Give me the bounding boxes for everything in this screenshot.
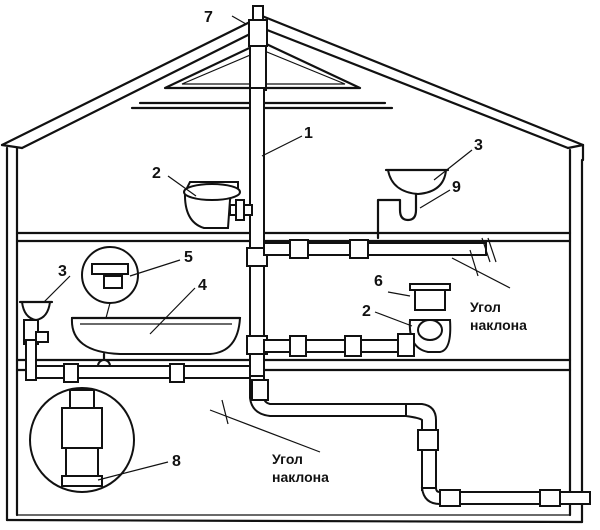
callout-9: 9 bbox=[452, 179, 461, 196]
leader-2a bbox=[167, 175, 197, 197]
callout-7: 7 bbox=[204, 9, 213, 26]
callout-4: 4 bbox=[198, 277, 207, 294]
middle-drain-pipe bbox=[263, 339, 413, 353]
lower-drain-joint-2 bbox=[63, 363, 79, 383]
upper-drain-joint-2 bbox=[289, 239, 309, 259]
coupling-detail-base bbox=[61, 475, 103, 487]
coupling-detail-top bbox=[69, 389, 95, 409]
lower-drain-riser-left bbox=[25, 339, 37, 381]
toilet-middle-seat bbox=[417, 319, 443, 341]
sink-left bbox=[18, 300, 54, 345]
leader-2b bbox=[374, 311, 413, 327]
sink-upper-trap bbox=[376, 192, 418, 240]
coupling-detail-bottom bbox=[65, 447, 99, 481]
callout-8: 8 bbox=[172, 453, 181, 470]
vent-stack bbox=[248, 5, 268, 91]
leader-6 bbox=[387, 291, 411, 297]
overflow-detail bbox=[81, 246, 139, 319]
roof-outer bbox=[0, 14, 585, 147]
riser-pipe bbox=[246, 87, 268, 379]
vent-head bbox=[248, 19, 268, 47]
leader-8 bbox=[97, 461, 169, 481]
riser-joint-1 bbox=[246, 247, 268, 267]
eave-right bbox=[566, 143, 585, 150]
middle-drain bbox=[263, 333, 415, 357]
sink-upper bbox=[376, 168, 450, 240]
basement-joint-3 bbox=[439, 489, 461, 507]
vent-section bbox=[249, 45, 267, 91]
upper-drain-end-mark-2 bbox=[487, 237, 497, 263]
slope-note-lower-line1: Угол bbox=[272, 451, 303, 467]
leader-4 bbox=[149, 287, 196, 335]
slope-tick-lower bbox=[221, 399, 229, 425]
basement-drain bbox=[249, 375, 591, 507]
toilet-middle bbox=[408, 283, 452, 353]
eave-left bbox=[0, 143, 24, 150]
overflow-detail-part-2 bbox=[103, 275, 123, 289]
leader-3a bbox=[43, 275, 71, 303]
coupling-detail bbox=[29, 387, 135, 493]
vent-cap bbox=[252, 5, 264, 21]
slope-line-upper bbox=[451, 257, 511, 289]
slope-note-upper-line1: Угол bbox=[470, 299, 501, 315]
toilet-middle-tank bbox=[414, 287, 446, 311]
sink-upper-basin bbox=[386, 169, 448, 196]
leader-7 bbox=[231, 15, 247, 25]
slope-line-lower bbox=[209, 409, 321, 453]
leader-1 bbox=[261, 135, 303, 157]
toilet-middle-tank-lid bbox=[409, 283, 451, 291]
toilet-upper-flange bbox=[235, 199, 245, 221]
leader-5 bbox=[129, 259, 181, 277]
riser-main bbox=[249, 87, 265, 379]
overflow-detail-part bbox=[91, 263, 129, 275]
bathtub-body bbox=[70, 317, 242, 355]
callout-3-upper: 3 bbox=[474, 137, 483, 154]
middle-drain-joint-3 bbox=[397, 333, 415, 357]
middle-drain-joint-2 bbox=[344, 335, 362, 357]
leader-lines bbox=[43, 15, 473, 481]
leader-9 bbox=[419, 189, 451, 209]
slope-note-upper-line2: наклона bbox=[470, 317, 527, 333]
leader-3b bbox=[433, 149, 473, 181]
ground-line bbox=[5, 518, 584, 524]
overflow-detail-leader bbox=[105, 302, 111, 319]
lower-drain-joint bbox=[169, 363, 185, 383]
middle-drain-joint bbox=[289, 335, 307, 357]
callout-labels: 7 1 2 3 9 3 5 4 6 2 8 bbox=[58, 9, 483, 470]
callout-2-upper: 2 bbox=[152, 165, 161, 182]
slope-tick-upper bbox=[469, 249, 479, 277]
toilet-upper-rim bbox=[183, 183, 241, 201]
sink-left-trap bbox=[35, 331, 49, 343]
callout-5: 5 bbox=[184, 249, 193, 266]
basement-joint-4 bbox=[539, 489, 561, 507]
slope-note-lower-line2: наклона bbox=[272, 469, 329, 485]
basement-joint-2 bbox=[417, 429, 439, 451]
upper-drain-joint bbox=[349, 239, 369, 259]
toilet-upper bbox=[183, 181, 253, 229]
basement-elbow bbox=[249, 375, 413, 417]
sink-left-basin bbox=[20, 301, 52, 322]
callout-3-left: 3 bbox=[58, 263, 67, 280]
coupling-detail-body bbox=[61, 407, 103, 449]
bathtub bbox=[70, 316, 242, 374]
slope-notes: Угол наклона Угол наклона bbox=[272, 299, 527, 485]
callout-1: 1 bbox=[304, 125, 313, 142]
upper-drain-end-mark-1 bbox=[481, 237, 491, 263]
upper-drain bbox=[263, 237, 497, 263]
basement-joint-1 bbox=[251, 379, 269, 401]
callout-2-middle: 2 bbox=[362, 303, 371, 320]
callout-6: 6 bbox=[374, 273, 383, 290]
